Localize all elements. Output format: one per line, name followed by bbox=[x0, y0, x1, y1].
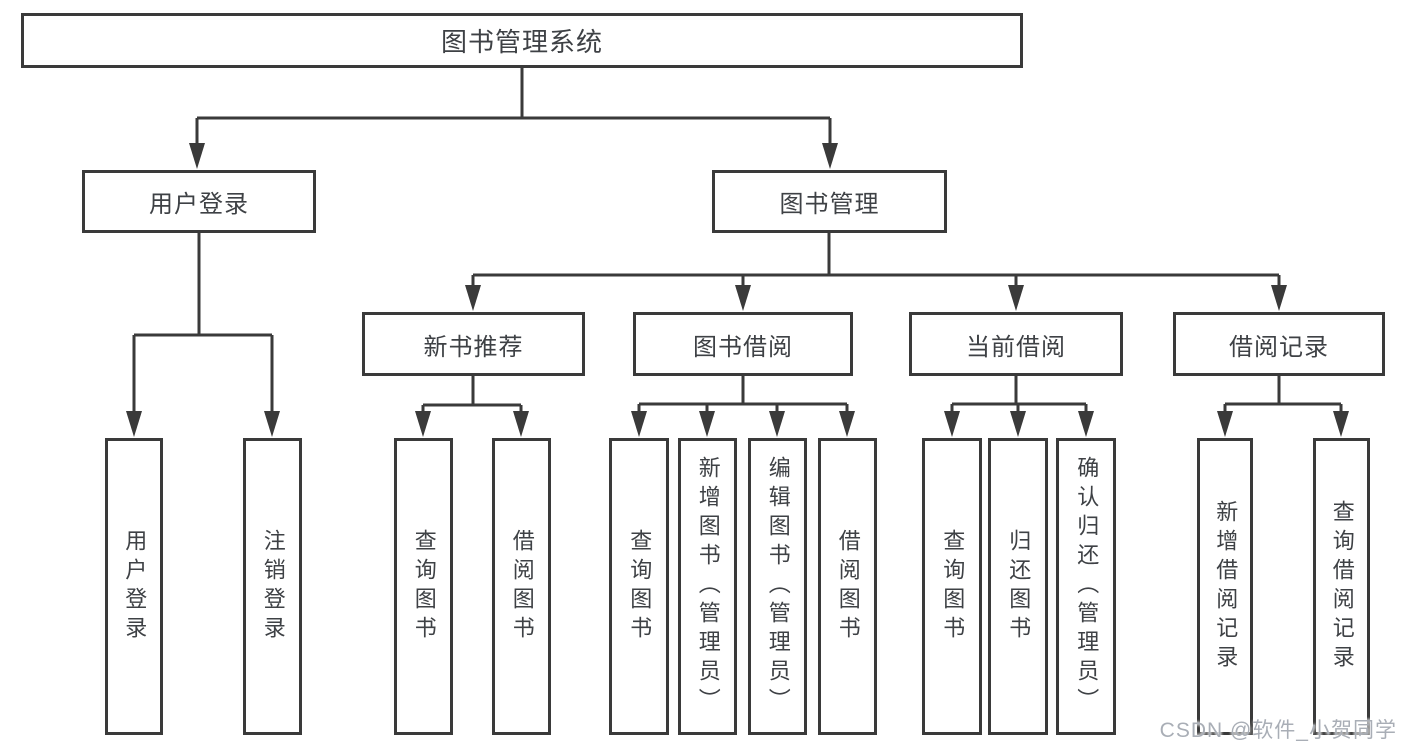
arrow-icon bbox=[1078, 411, 1094, 437]
connector-book-borrow bbox=[631, 376, 855, 437]
node-current-borrow: 当前借阅 bbox=[909, 312, 1123, 376]
connector-book-management bbox=[465, 233, 1287, 311]
leaf-borrow-books: 借阅图书 bbox=[818, 438, 877, 735]
node-user-login: 用户登录 bbox=[82, 170, 316, 233]
arrow-icon bbox=[1010, 411, 1026, 437]
node-new-book-recommend: 新书推荐 bbox=[362, 312, 585, 376]
arrow-icon bbox=[415, 411, 431, 437]
connector-user-login bbox=[126, 233, 280, 437]
arrow-icon bbox=[1271, 285, 1287, 311]
node-book-borrow: 图书借阅 bbox=[633, 312, 853, 376]
arrow-icon bbox=[944, 411, 960, 437]
connector-new-book bbox=[415, 376, 529, 437]
arrow-icon bbox=[839, 411, 855, 437]
leaf-return-books: 归还图书 bbox=[988, 438, 1048, 735]
leaf-add-books-admin: 新增图书（管理员） bbox=[678, 438, 737, 735]
arrow-icon bbox=[126, 411, 142, 437]
leaf-query-books-recommend: 查询图书 bbox=[394, 438, 453, 735]
leaf-confirm-return-admin: 确认归还（管理员） bbox=[1056, 438, 1116, 735]
arrow-icon bbox=[465, 285, 481, 311]
leaf-logout: 注销登录 bbox=[243, 438, 302, 735]
arrow-icon bbox=[822, 143, 838, 169]
arrow-icon bbox=[735, 285, 751, 311]
csdn-watermark: CSDN @软件_小贺同学 bbox=[1159, 719, 1397, 742]
connector-borrow-records bbox=[1217, 376, 1349, 437]
node-library-system: 图书管理系统 bbox=[21, 13, 1023, 68]
arrow-icon bbox=[1008, 285, 1024, 311]
arrow-icon bbox=[1333, 411, 1349, 437]
leaf-query-books-borrow: 查询图书 bbox=[609, 438, 669, 735]
leaf-query-borrow-record: 查询借阅记录 bbox=[1313, 438, 1370, 735]
leaf-query-books-current: 查询图书 bbox=[922, 438, 982, 735]
leaf-edit-books-admin: 编辑图书（管理员） bbox=[748, 438, 807, 735]
node-book-management: 图书管理 bbox=[712, 170, 947, 233]
arrow-icon bbox=[189, 143, 205, 169]
arrow-icon bbox=[264, 411, 280, 437]
leaf-add-borrow-record: 新增借阅记录 bbox=[1197, 438, 1253, 735]
leaf-user-login: 用户登录 bbox=[105, 438, 163, 735]
connector-root bbox=[189, 68, 838, 169]
arrow-icon bbox=[631, 411, 647, 437]
arrow-icon bbox=[699, 411, 715, 437]
arrow-icon bbox=[1217, 411, 1233, 437]
leaf-borrow-books-recommend: 借阅图书 bbox=[492, 438, 551, 735]
arrow-icon bbox=[513, 411, 529, 437]
arrow-icon bbox=[769, 411, 785, 437]
connector-current-borrow bbox=[944, 376, 1094, 437]
node-borrow-records: 借阅记录 bbox=[1173, 312, 1385, 376]
